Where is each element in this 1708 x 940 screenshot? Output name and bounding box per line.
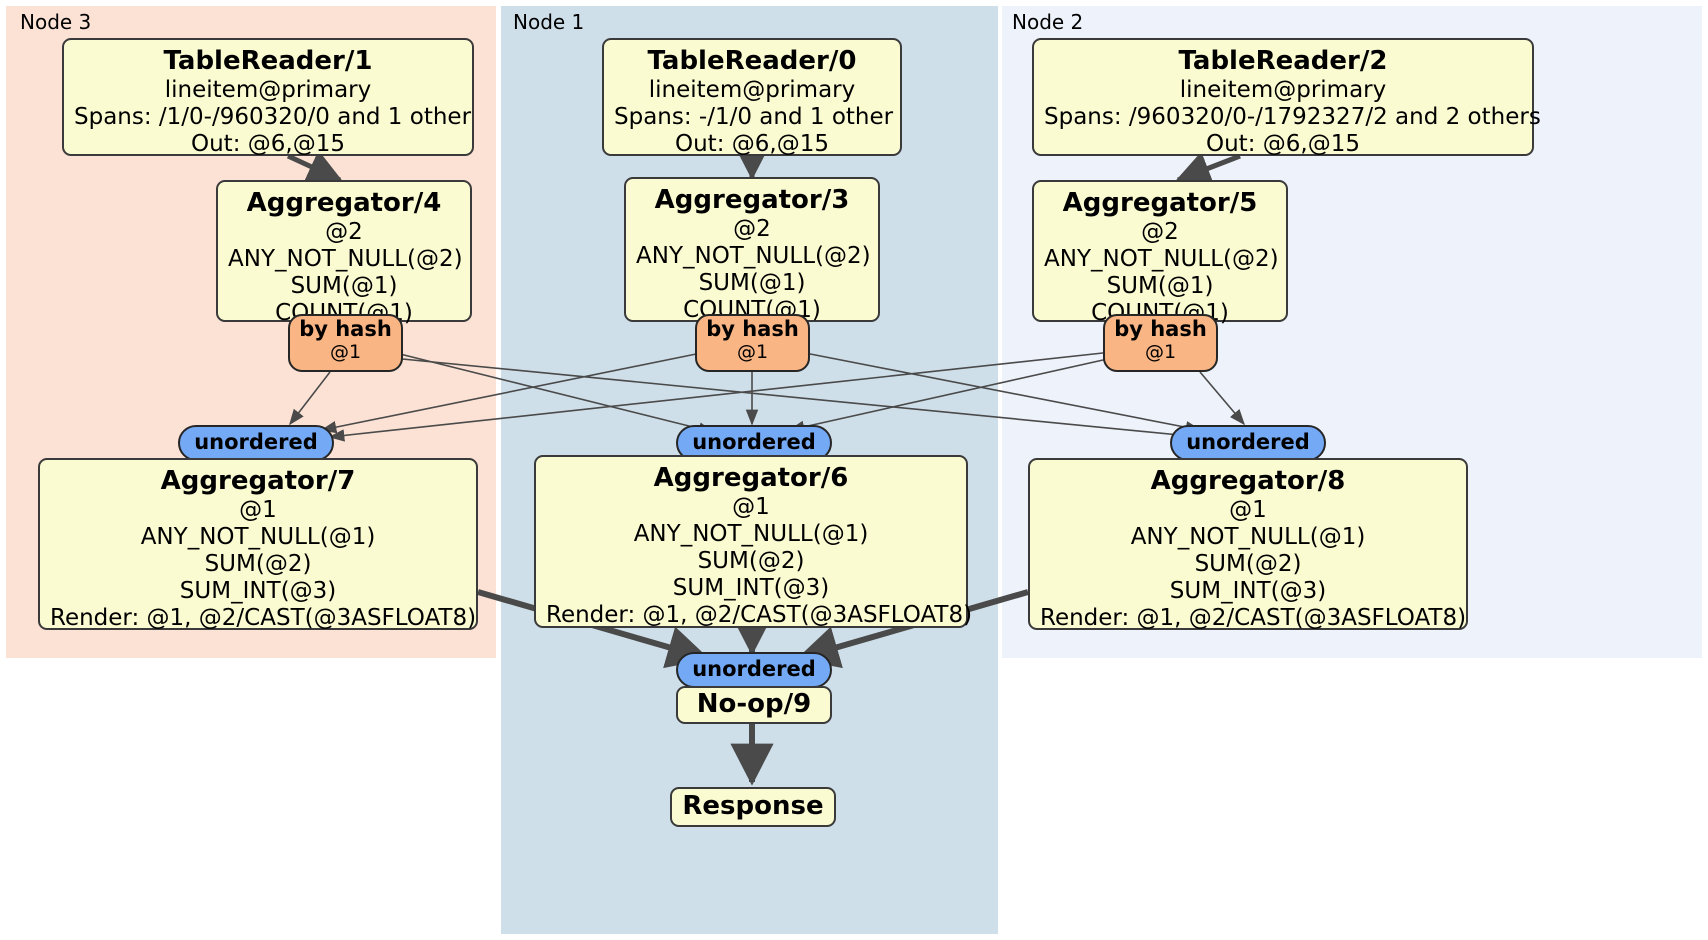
- processor-detail-agg1: ANY_NOT_NULL(@2): [636, 243, 871, 270]
- processor-detail-spans: Spans: /1/0-/960320/0 and 1 other: [74, 104, 472, 131]
- processor-detail-groupcol: @1: [1229, 497, 1267, 524]
- processor-detail-out: Out: @6,@15: [191, 131, 345, 157]
- processor-title: Response: [682, 791, 824, 822]
- processor-aggregator-5[interactable]: Aggregator/5 @2 ANY_NOT_NULL(@2) SUM(@1)…: [1032, 180, 1288, 326]
- node-panel-label-node2: Node 2: [1012, 10, 1084, 34]
- processor-title: Aggregator/7: [160, 466, 356, 496]
- router-column: @1: [736, 340, 769, 363]
- processor-title: Aggregator/5: [1062, 188, 1258, 218]
- processor-aggregator-6[interactable]: Aggregator/6 @1 ANY_NOT_NULL(@1) SUM(@2)…: [534, 455, 973, 628]
- processor-detail-groupcol: @1: [732, 494, 770, 521]
- processor-title: TableReader/2: [1178, 46, 1388, 76]
- processor-detail-table: lineitem@primary: [164, 77, 372, 104]
- processor-title: Aggregator/3: [654, 185, 850, 215]
- processor-aggregator-8[interactable]: Aggregator/8 @1 ANY_NOT_NULL(@1) SUM(@2)…: [1028, 458, 1468, 631]
- processor-detail-table: lineitem@primary: [1179, 77, 1387, 104]
- node-panel-label-node3: Node 3: [20, 10, 92, 34]
- processor-detail-agg2: SUM(@1): [1106, 273, 1214, 299]
- processor-detail-groupcol: @2: [1141, 219, 1179, 246]
- processor-title: Aggregator/8: [1150, 466, 1346, 496]
- processor-detail-agg2: SUM(@1): [290, 273, 398, 299]
- processor-detail-agg3: SUM_INT(@3): [1169, 577, 1327, 604]
- processor-detail-render: Render: @1, @2/CAST(@3ASFLOAT8): [546, 601, 973, 628]
- processor-detail-agg1: ANY_NOT_NULL(@2): [1044, 246, 1279, 273]
- processor-detail-agg3: SUM_INT(@3): [179, 577, 337, 604]
- processor-title: No-op/9: [696, 689, 812, 720]
- processor-detail-groupcol: @2: [325, 219, 363, 246]
- processor-detail-agg3: SUM_INT(@3): [672, 574, 830, 601]
- router-column: @1: [1144, 340, 1177, 363]
- processor-aggregator-3[interactable]: Aggregator/3 @2 ANY_NOT_NULL(@2) SUM(@1)…: [624, 177, 880, 323]
- processor-table-reader-2[interactable]: TableReader/2 lineitem@primary Spans: /9…: [1032, 38, 1541, 157]
- processor-table-reader-0[interactable]: TableReader/0 lineitem@primary Spans: -/…: [602, 38, 902, 157]
- router-by-hash-right[interactable]: by hash @1: [1103, 314, 1218, 372]
- processor-detail-agg2: SUM(@2): [204, 551, 312, 577]
- processor-no-op-9[interactable]: No-op/9: [676, 686, 832, 724]
- router-column: @1: [329, 340, 362, 363]
- processor-title: Aggregator/6: [653, 463, 849, 493]
- processor-aggregator-4[interactable]: Aggregator/4 @2 ANY_NOT_NULL(@2) SUM(@1)…: [216, 180, 472, 326]
- processor-detail-render: Render: @1, @2/CAST(@3ASFLOAT8): [1040, 604, 1467, 631]
- processor-response[interactable]: Response: [670, 787, 836, 827]
- synchronizer-unordered-final[interactable]: unordered: [676, 652, 832, 688]
- processor-detail-render: Render: @1, @2/CAST(@3ASFLOAT8): [50, 604, 477, 631]
- processor-title: Aggregator/4: [246, 188, 442, 218]
- processor-detail-agg2: SUM(@1): [698, 270, 806, 296]
- processor-detail-agg1: ANY_NOT_NULL(@1): [633, 521, 869, 548]
- processor-detail-agg1: ANY_NOT_NULL(@1): [1130, 524, 1366, 551]
- router-label: by hash: [706, 317, 799, 341]
- processor-detail-spans: Spans: -/1/0 and 1 other: [614, 104, 894, 131]
- router-by-hash-center[interactable]: by hash @1: [695, 314, 810, 372]
- processor-table-reader-1[interactable]: TableReader/1 lineitem@primary Spans: /1…: [62, 38, 474, 157]
- synchronizer-unordered-left[interactable]: unordered: [178, 425, 334, 461]
- processor-detail-agg2: SUM(@2): [1194, 551, 1302, 577]
- processor-detail-table: lineitem@primary: [648, 77, 856, 104]
- processor-title: TableReader/1: [163, 46, 373, 76]
- processor-title: TableReader/0: [647, 46, 857, 76]
- router-label: by hash: [299, 317, 392, 341]
- node-panel-label-node1: Node 1: [513, 10, 585, 34]
- processor-detail-groupcol: @2: [733, 216, 771, 243]
- processor-detail-agg1: ANY_NOT_NULL(@2): [228, 246, 463, 273]
- processor-detail-groupcol: @1: [239, 497, 277, 524]
- synchronizer-unordered-right[interactable]: unordered: [1170, 425, 1326, 461]
- processor-detail-out: Out: @6,@15: [675, 131, 829, 157]
- processor-detail-out: Out: @6,@15: [1206, 131, 1360, 157]
- processor-detail-agg2: SUM(@2): [697, 548, 805, 574]
- router-by-hash-left[interactable]: by hash @1: [288, 314, 403, 372]
- processor-detail-spans: Spans: /960320/0-/1792327/2 and 2 others: [1044, 104, 1541, 131]
- router-label: by hash: [1114, 317, 1207, 341]
- processor-detail-agg1: ANY_NOT_NULL(@1): [140, 524, 376, 551]
- processor-aggregator-7[interactable]: Aggregator/7 @1 ANY_NOT_NULL(@1) SUM(@2)…: [38, 458, 478, 631]
